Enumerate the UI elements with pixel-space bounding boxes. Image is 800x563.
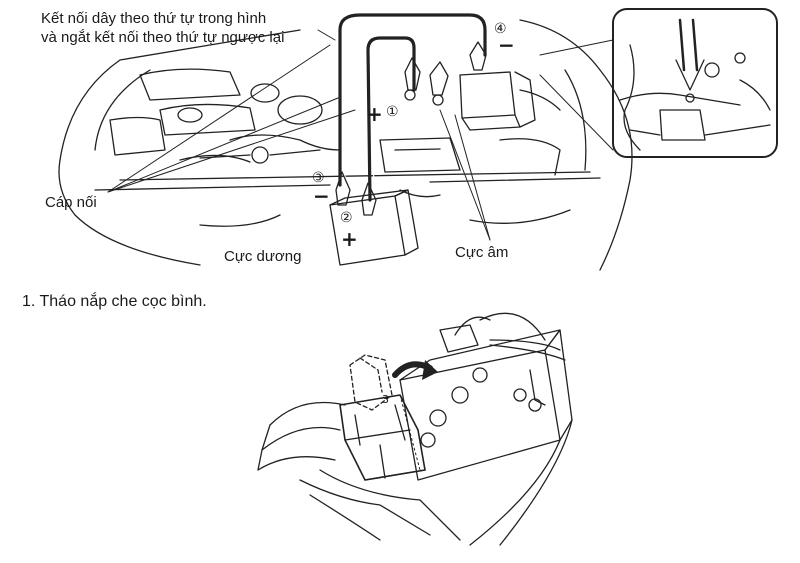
- step-1-text: 1. Tháo nắp che cọc bình.: [22, 293, 207, 310]
- negative-terminal-label: Cực âm: [455, 244, 509, 261]
- marker-four: ④: [494, 21, 507, 37]
- positive-terminal-label: Cực dương: [224, 248, 302, 265]
- connection-instructions: Kết nối dây theo thứ tự trong hình và ng…: [41, 9, 284, 47]
- instruction-line-1: Kết nối dây theo thứ tự trong hình: [41, 10, 267, 27]
- engine-ground-minus-sign: −: [498, 33, 515, 57]
- external-battery-minus-sign: −: [313, 184, 330, 208]
- external-battery-plus-sign: +: [341, 227, 358, 251]
- marker-one: ①: [386, 104, 399, 120]
- instruction-line-2: và ngắt kết nối theo thứ tự ngược lại: [41, 29, 285, 46]
- marker-two: ②: [340, 210, 353, 226]
- engine-bay-illustration: [58, 8, 778, 271]
- engine-battery-plus-sign: +: [366, 102, 383, 126]
- jumper-cables-label: Cáp nối: [45, 194, 97, 211]
- marker-three: ③: [312, 170, 325, 186]
- cover-mark: 3: [382, 393, 389, 406]
